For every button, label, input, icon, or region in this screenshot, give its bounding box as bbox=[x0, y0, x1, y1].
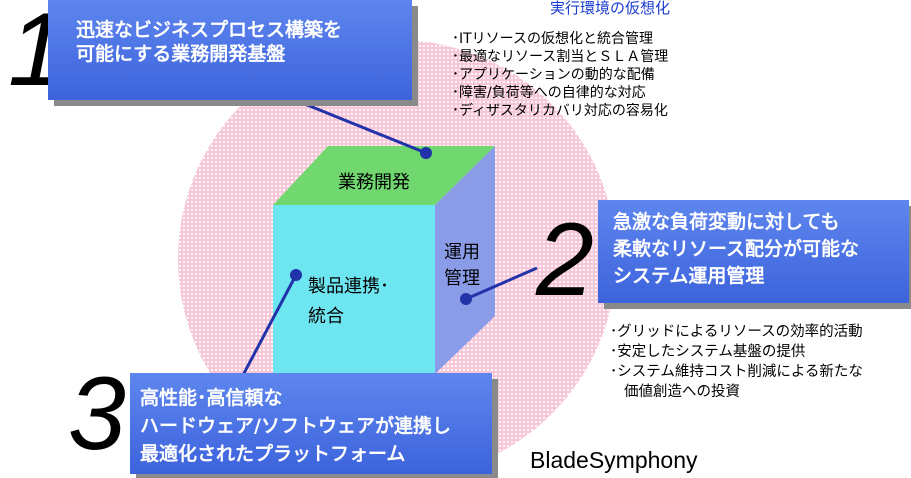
brand-name: BladeSymphony bbox=[530, 447, 698, 473]
environment-item: ･障害/負荷等への自律的な対応 bbox=[452, 85, 646, 101]
panel2-line1: 急激な負荷変動に対しても bbox=[613, 211, 840, 233]
operations-item: 価値創造への投資 bbox=[624, 384, 740, 400]
connector-line-1 bbox=[289, 96, 427, 155]
number-three: 3 bbox=[68, 356, 126, 472]
operations-item: ･システム維持コスト削減による新たな bbox=[610, 364, 863, 380]
environment-item: ･最適なリソース割当とＳＬＡ管理 bbox=[452, 49, 669, 65]
operations-item: ･グリッドによるリソースの効率的活動 bbox=[610, 324, 863, 340]
cube-front-label-line1: 製品連携･ bbox=[308, 276, 389, 297]
operations-list: ･グリッドによるリソースの効率的活動 ･安定したシステム基盤の提供 ･システム維… bbox=[610, 322, 863, 402]
environment-title: 実行環境の仮想化 bbox=[549, 0, 670, 17]
connector-dot-1 bbox=[420, 147, 432, 159]
cube-front-label-line2: 統合 bbox=[308, 306, 344, 327]
cube-top-label: 業務開発 bbox=[338, 172, 410, 193]
panel2-line2: 柔軟なリソース配分が可能な bbox=[613, 238, 860, 260]
panel-platform: 高性能･高信頼な ハードウェア/ソフトウェアが連携し 最適化されたプラットフォー… bbox=[130, 373, 492, 474]
panel3-line1: 高性能･高信頼な bbox=[140, 387, 283, 409]
panel1-line1: 迅速なビジネスプロセス構築を bbox=[76, 19, 343, 41]
connector-dot-2 bbox=[460, 293, 472, 305]
environment-item: ･ディザスタリカバリ対応の容易化 bbox=[452, 103, 668, 119]
connector-line-2 bbox=[465, 266, 538, 301]
cube-front-face bbox=[273, 205, 435, 374]
cube-side-label-line2: 管理 bbox=[444, 268, 480, 289]
panel-operations-management: 急激な負荷変動に対しても 柔軟なリソース配分が可能な システム運用管理 bbox=[598, 200, 909, 303]
panel-business-development: 迅速なビジネスプロセス構築を 可能にする業務開発基盤 bbox=[48, 0, 412, 100]
operations-item: ･安定したシステム基盤の提供 bbox=[610, 344, 806, 360]
panel3-line2: ハードウェア/ソフトウェアが連携し bbox=[140, 415, 451, 437]
panel2-line3: システム運用管理 bbox=[613, 265, 765, 287]
environment-item: ･アプリケーションの動的な配備 bbox=[452, 67, 655, 83]
environment-list: ･ITリソースの仮想化と統合管理 ･最適なリソース割当とＳＬＡ管理 ･アプリケー… bbox=[452, 30, 668, 120]
panel3-line3: 最適化されたプラットフォーム bbox=[140, 443, 406, 465]
cube-side-label-line1: 運用 bbox=[444, 242, 480, 263]
connector-dot-3 bbox=[290, 269, 302, 281]
cube-top-face bbox=[273, 146, 495, 205]
cube-side-face bbox=[435, 146, 495, 374]
panel1-line2: 可能にする業務開発基盤 bbox=[76, 43, 286, 65]
environment-item: ･ITリソースの仮想化と統合管理 bbox=[452, 31, 653, 47]
number-two: 2 bbox=[536, 202, 594, 318]
